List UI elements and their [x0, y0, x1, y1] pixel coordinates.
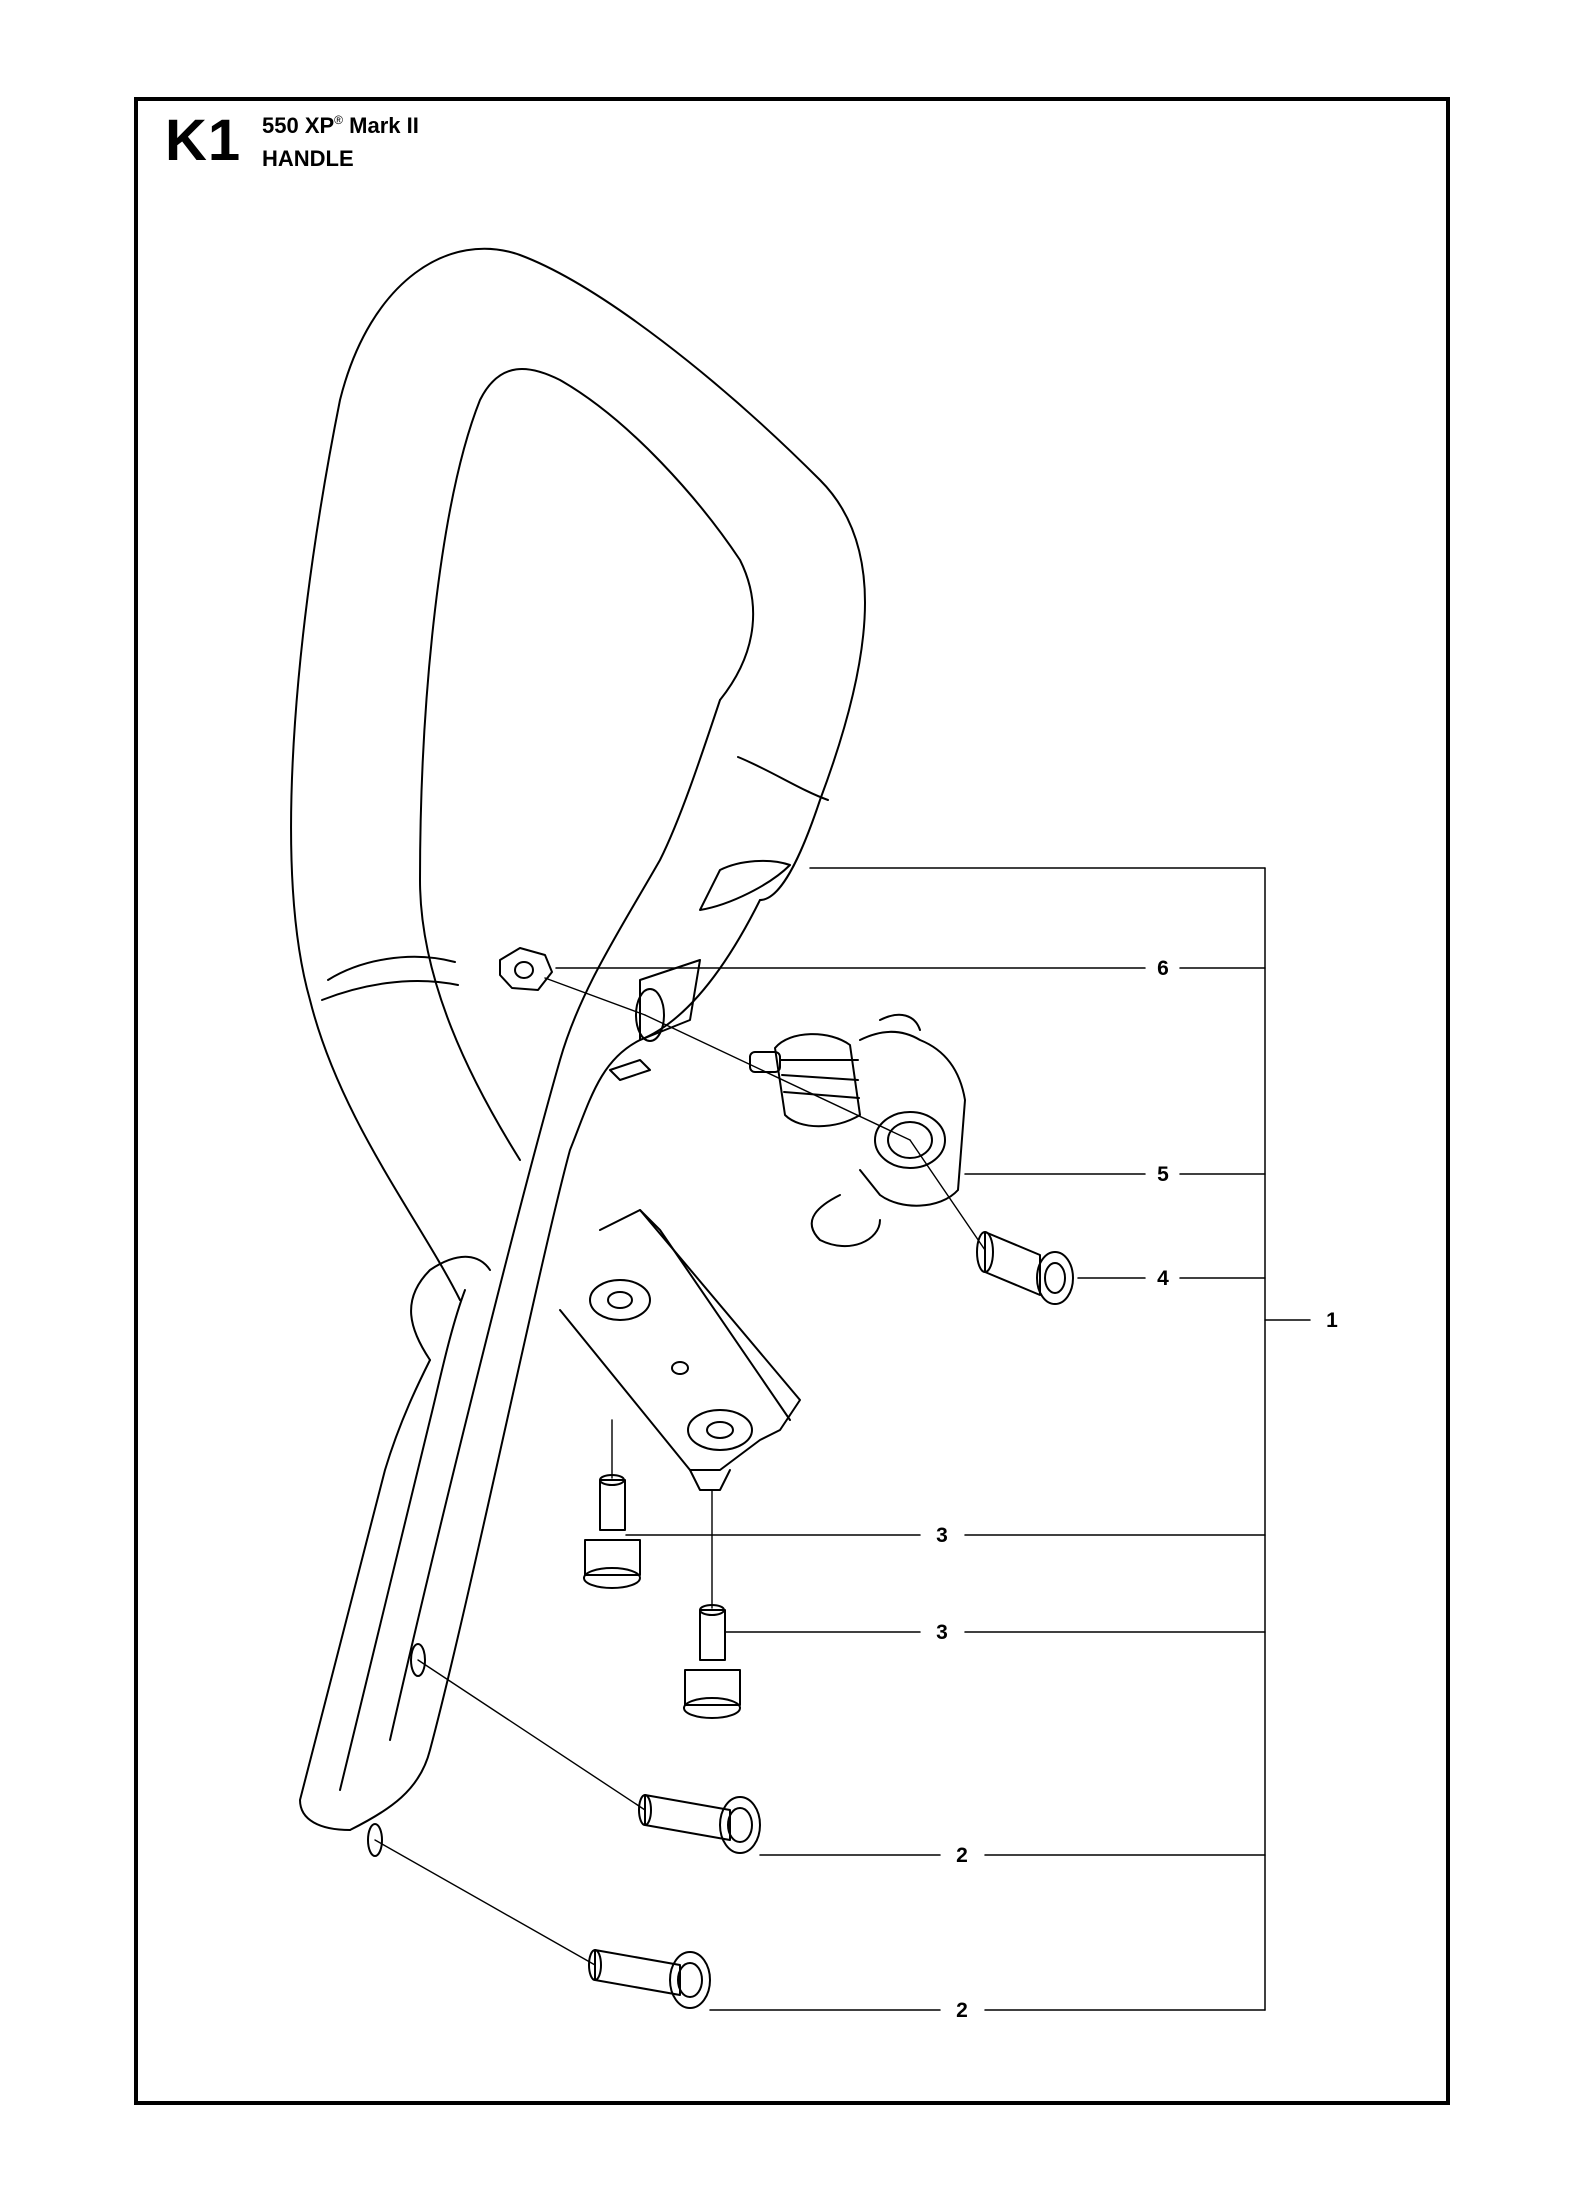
callout-6: 6	[1157, 957, 1169, 980]
bolt-short	[583, 1474, 741, 1719]
mounting-bracket	[559, 1209, 801, 1491]
model-name: 550 XP® Mark II	[262, 113, 419, 138]
drawing-frame	[134, 97, 1450, 2105]
nut	[499, 947, 553, 991]
handle-bar	[290, 247, 866, 1857]
callout-4: 4	[1157, 1267, 1169, 1290]
section-title: HANDLE	[262, 146, 354, 171]
registered-mark: ®	[334, 113, 344, 127]
callout-2-upper: 2	[956, 1844, 968, 1867]
callout-5: 5	[1157, 1163, 1169, 1186]
callout-3-lower: 3	[936, 1621, 948, 1644]
callout-leaders	[555, 867, 1311, 2011]
model-suffix: Mark II	[349, 113, 419, 138]
model-prefix: 550 XP	[262, 113, 335, 138]
vibration-damper	[749, 1013, 966, 1248]
page-code: K1	[165, 108, 242, 173]
bolt-long	[588, 1794, 761, 2009]
callout-1: 1	[1326, 1309, 1338, 1332]
assembly-guide-lines	[374, 977, 986, 1966]
callout-2-lower: 2	[956, 1999, 968, 2022]
screw	[976, 1231, 1074, 1305]
callout-3-upper: 3	[936, 1524, 948, 1547]
